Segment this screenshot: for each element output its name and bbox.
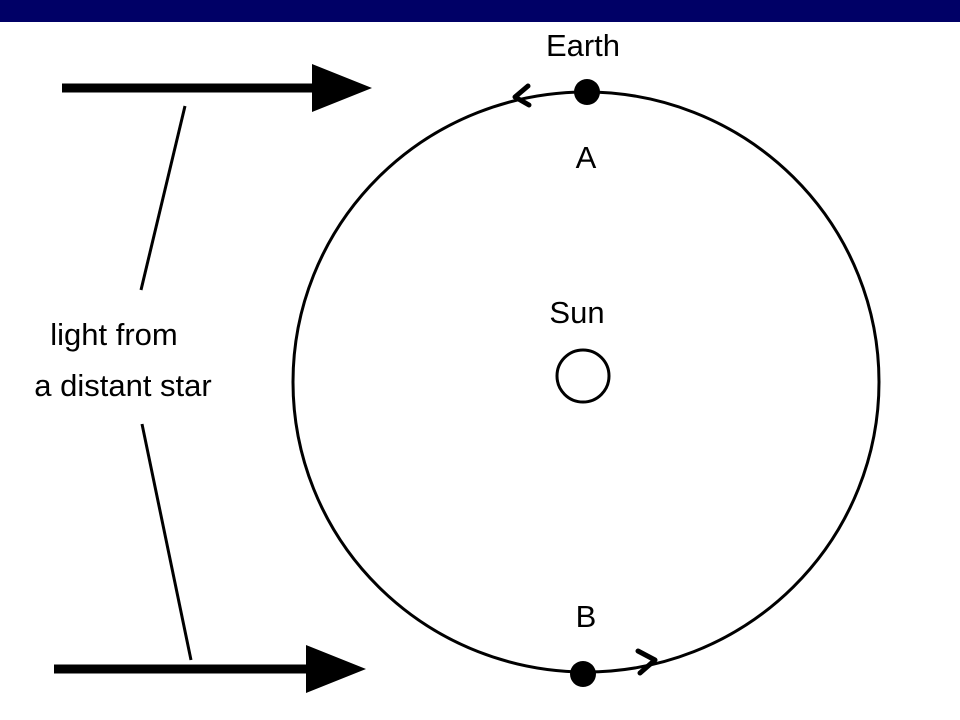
position-b-label: B (576, 599, 597, 634)
starlight-arrow-bottom-head (306, 645, 366, 693)
earth-label: Earth (546, 28, 620, 63)
title-bar (0, 0, 960, 22)
earth-dot-position-a (574, 79, 600, 105)
position-a-label: A (576, 140, 597, 175)
starlight-label-line1: light from (50, 317, 177, 352)
sun-circle (555, 348, 611, 404)
orbit-direction-arrow-b (635, 648, 658, 676)
orbit-direction-arrow-a (512, 83, 532, 108)
starlight-label-line2: a distant star (34, 368, 211, 403)
sun-label: Sun (549, 295, 604, 330)
starlight-arrow-top-head (312, 64, 372, 112)
pointer-line-top (139, 105, 187, 291)
pointer-line-bottom (140, 423, 193, 661)
earth-dot-position-b (570, 661, 596, 687)
